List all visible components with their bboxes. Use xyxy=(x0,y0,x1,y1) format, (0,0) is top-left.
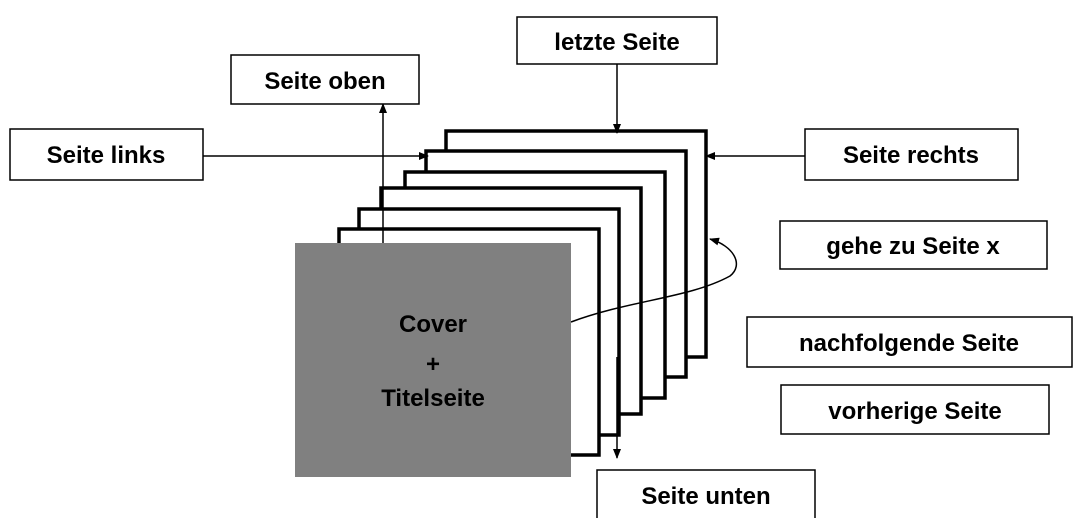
connector-arrows xyxy=(203,64,805,459)
label-text: letzte Seite xyxy=(554,29,679,56)
label-box xyxy=(9,128,204,181)
label-box xyxy=(746,316,1073,368)
label-text: Seite oben xyxy=(264,68,385,95)
cover-label-line1: Cover xyxy=(399,311,467,338)
label-page-up: Seite oben xyxy=(230,54,420,105)
label-page-down: Seite unten xyxy=(596,469,816,518)
goto-curve-arrow xyxy=(570,237,738,323)
label-next-page: nachfolgende Seite xyxy=(746,316,1073,368)
label-box xyxy=(779,220,1048,270)
label-page-right: Seite rechts xyxy=(804,128,1019,181)
label-text: gehe zu Seite x xyxy=(826,233,1000,260)
label-text: Seite rechts xyxy=(843,142,979,169)
label-text: Seite unten xyxy=(641,483,770,510)
label-box xyxy=(516,16,718,65)
label-text: nachfolgende Seite xyxy=(799,330,1019,357)
cover-label-line3: Titelseite xyxy=(381,385,485,412)
label-box xyxy=(596,469,816,518)
label-text: vorherige Seite xyxy=(828,398,1001,425)
label-box xyxy=(780,384,1050,435)
label-box xyxy=(230,54,420,105)
label-last-page: letzte Seite xyxy=(516,16,718,65)
label-previous-page: vorherige Seite xyxy=(780,384,1050,435)
label-page-left: Seite links xyxy=(9,128,204,181)
label-goto-page: gehe zu Seite x xyxy=(779,220,1048,270)
cover-label-line2: + xyxy=(426,351,440,378)
label-text: Seite links xyxy=(47,142,166,169)
cover-page xyxy=(295,243,571,477)
label-box xyxy=(804,128,1019,181)
